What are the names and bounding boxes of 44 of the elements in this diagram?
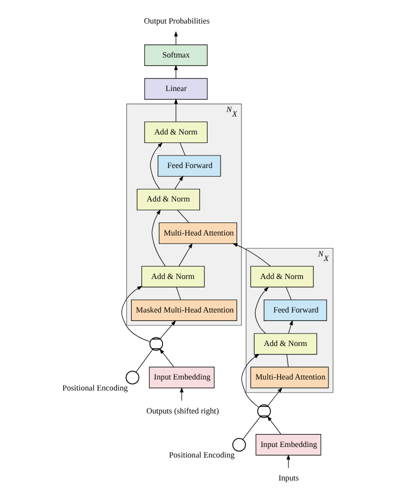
node-box: Add & Norm bbox=[254, 333, 318, 355]
arrow bbox=[152, 209, 166, 266]
arrow bbox=[150, 142, 163, 190]
node-box: Add & Norm bbox=[250, 266, 314, 288]
connector bbox=[242, 416, 261, 440]
connector bbox=[286, 354, 289, 368]
arrow bbox=[288, 320, 293, 334]
connector bbox=[286, 286, 292, 300]
arrow bbox=[232, 243, 271, 266]
node-box: Masked Multi-Head Attention bbox=[131, 300, 238, 322]
node-box: Linear bbox=[144, 78, 208, 100]
arrow bbox=[160, 320, 176, 340]
arrow bbox=[174, 176, 184, 190]
node-box: Add & Norm bbox=[136, 188, 200, 210]
node-box: Feed Forward bbox=[158, 155, 221, 177]
node-text: Inputs bbox=[278, 474, 299, 483]
node-box: Multi-Head Attention bbox=[158, 222, 238, 244]
arrow bbox=[178, 242, 193, 266]
node-box: Input Embedding bbox=[256, 434, 322, 456]
arrow bbox=[174, 64, 178, 79]
connector bbox=[180, 142, 186, 156]
node-circle bbox=[232, 438, 246, 452]
node-box: Input Embedding bbox=[148, 366, 214, 388]
arrow bbox=[267, 416, 282, 435]
node-label: Positional Encoding bbox=[168, 450, 235, 460]
arrow bbox=[241, 354, 260, 408]
node-circle bbox=[126, 370, 140, 384]
arrow bbox=[174, 98, 178, 122]
node-text: Outputs (shifted right) bbox=[146, 406, 219, 416]
node-box: Multi-Head Attention bbox=[250, 366, 329, 388]
arrow bbox=[254, 286, 269, 334]
connector bbox=[136, 349, 153, 372]
node-label: Positional Encoding bbox=[62, 383, 128, 392]
node-box: Add & Norm bbox=[141, 266, 205, 288]
node-box: Feed Forward bbox=[264, 300, 327, 322]
arrow bbox=[174, 31, 178, 45]
node-text: Output Probabilities bbox=[144, 16, 210, 26]
connector bbox=[177, 210, 190, 223]
arrow bbox=[121, 286, 150, 342]
arrow bbox=[268, 387, 282, 406]
node-box: Add & Norm bbox=[144, 122, 208, 144]
arrow bbox=[159, 348, 174, 368]
node-box: Softmax bbox=[144, 44, 208, 66]
connector bbox=[176, 286, 181, 300]
